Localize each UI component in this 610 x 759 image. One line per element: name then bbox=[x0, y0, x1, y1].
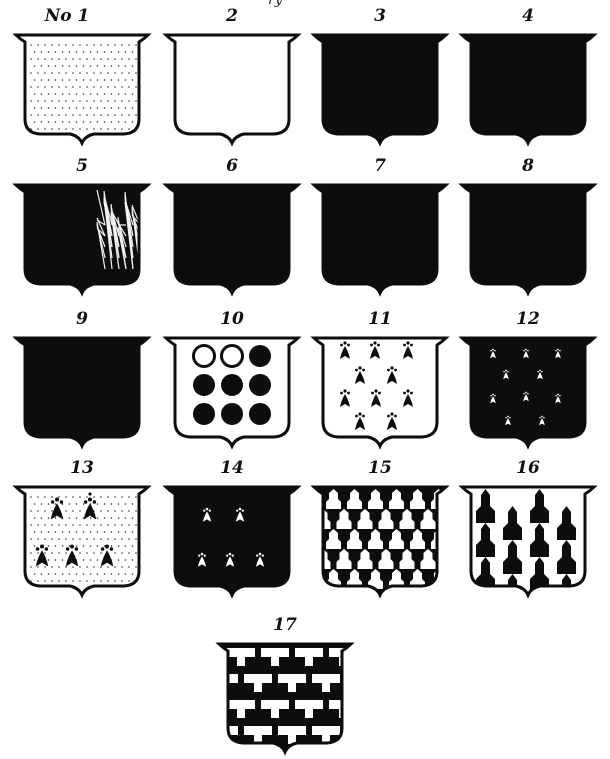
shield-number-label: 7 bbox=[310, 157, 450, 175]
potent-tile bbox=[346, 726, 355, 744]
shield-graphic bbox=[12, 165, 152, 297]
shield-graphic bbox=[458, 467, 598, 599]
shield-field bbox=[16, 185, 148, 293]
shield-graphic bbox=[458, 318, 598, 450]
shield-number-label: No 1 bbox=[12, 7, 122, 25]
shield-11: 11 bbox=[310, 318, 450, 448]
shield-number-label: 11 bbox=[310, 310, 450, 328]
shield-10: 10 bbox=[162, 318, 302, 448]
vair-bell bbox=[310, 569, 320, 589]
shield-graphic bbox=[12, 467, 152, 599]
roundel bbox=[222, 375, 243, 396]
shield-5: 5 bbox=[12, 165, 152, 295]
shield-number-label: 5 bbox=[12, 157, 152, 175]
shield-graphic bbox=[215, 624, 355, 756]
roundel bbox=[222, 404, 243, 425]
shield-graphic bbox=[458, 15, 598, 147]
shield-graphic bbox=[162, 165, 302, 297]
shield-graphic bbox=[310, 318, 450, 450]
shield-charge bbox=[194, 346, 271, 425]
shield-2: 2 bbox=[162, 15, 302, 145]
shield-17: 17 bbox=[215, 624, 355, 754]
shield-4: 4 bbox=[458, 15, 598, 145]
shield-field bbox=[462, 185, 594, 293]
roundel bbox=[194, 404, 215, 425]
shield-field bbox=[314, 185, 446, 293]
shield-12: 12 bbox=[458, 318, 598, 448]
shield-14: 14 bbox=[162, 467, 302, 597]
shield-number-label: 16 bbox=[458, 459, 598, 477]
shield-15: 15 bbox=[310, 467, 450, 597]
shield-number-label: 17 bbox=[215, 616, 355, 634]
potent-tile bbox=[215, 700, 221, 718]
shield-field bbox=[462, 35, 594, 143]
shield-number-label: 4 bbox=[458, 7, 598, 25]
potent-tile bbox=[346, 674, 355, 692]
shield-graphic bbox=[12, 318, 152, 450]
potent-tile bbox=[215, 648, 221, 666]
roundel bbox=[250, 375, 271, 396]
shield-graphic bbox=[162, 318, 302, 450]
shield-field bbox=[314, 35, 446, 143]
shield-graphic bbox=[162, 15, 302, 147]
shield-9: 9 bbox=[12, 318, 152, 448]
shield-number-label: 12 bbox=[458, 310, 598, 328]
shield-7: 7 bbox=[310, 165, 450, 295]
roundel bbox=[250, 346, 271, 367]
shield-field bbox=[166, 487, 298, 595]
shield-graphic bbox=[162, 467, 302, 599]
shield-16: 16 bbox=[458, 467, 598, 597]
shield-field bbox=[16, 487, 148, 595]
shield-6: 6 bbox=[162, 165, 302, 295]
shield-number-label: 14 bbox=[162, 459, 302, 477]
shield-graphic bbox=[12, 15, 152, 147]
roundel bbox=[250, 404, 271, 425]
shield-graphic bbox=[310, 467, 450, 599]
shield-number-label: 15 bbox=[310, 459, 450, 477]
shield-field bbox=[166, 35, 298, 143]
shield-13: 13 bbox=[12, 467, 152, 597]
shield-number-label: 6 bbox=[162, 157, 302, 175]
vair-bell bbox=[310, 529, 320, 549]
vair-bell bbox=[442, 509, 451, 529]
roundel bbox=[222, 346, 243, 367]
shield-8: 8 bbox=[458, 165, 598, 295]
shield-3: 3 bbox=[310, 15, 450, 145]
shield-field bbox=[16, 338, 148, 446]
shield-field bbox=[462, 338, 594, 446]
shield-field bbox=[16, 35, 148, 143]
shield-number-label: 13 bbox=[12, 459, 152, 477]
roundel bbox=[194, 346, 215, 367]
shield-field bbox=[166, 185, 298, 293]
shield-number-label: 10 bbox=[162, 310, 302, 328]
shield-graphic bbox=[310, 165, 450, 297]
vair-bell bbox=[442, 549, 451, 569]
roundel bbox=[194, 375, 215, 396]
shield-number-label: 8 bbox=[458, 157, 598, 175]
shield-number-label: 2 bbox=[162, 7, 302, 25]
shield-1: No 1 bbox=[12, 15, 152, 145]
shield-number-label: 9 bbox=[12, 310, 152, 328]
shield-number-label: 3 bbox=[310, 7, 450, 25]
shield-graphic bbox=[310, 15, 450, 147]
shield-graphic bbox=[458, 165, 598, 297]
